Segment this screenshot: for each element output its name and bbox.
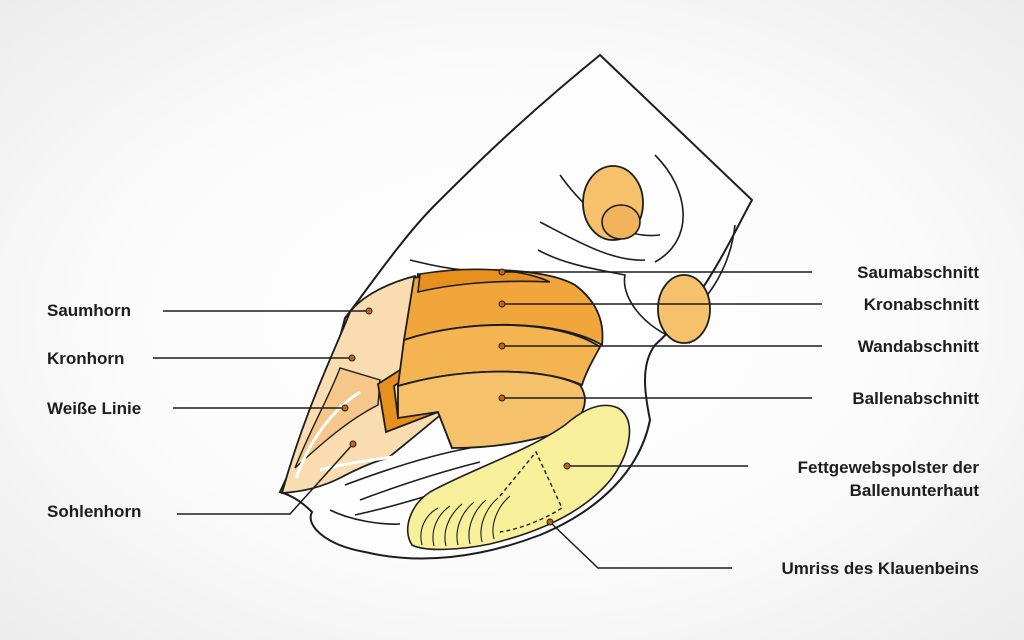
marker-umriss (546, 518, 554, 526)
skin-contour-3 (654, 154, 684, 263)
label-kronhorn: Kronhorn (47, 349, 125, 368)
label-umriss: Umriss des Klauenbeins (781, 559, 979, 578)
label-weisse-linie: Weiße Linie (47, 399, 142, 418)
marker-wandabschnitt (498, 342, 506, 350)
white-line-base (319, 453, 411, 472)
marker-ballenabschnitt (498, 394, 506, 402)
bulb-segment (397, 370, 586, 449)
leader-sohlenhorn (177, 443, 354, 515)
perioplic-segment (417, 268, 551, 294)
sole-contour-2 (359, 461, 481, 501)
marker-kronhorn (348, 354, 356, 362)
marker-saumhorn (365, 307, 373, 315)
label-fettgewebspolster-line2: Ballenunterhaut (849, 481, 979, 500)
marker-fettgewebspolster (563, 462, 571, 470)
upper-bone-joint (601, 204, 641, 240)
skin-contour-1 (539, 221, 646, 261)
sesamoid-bone-shape (657, 274, 711, 344)
marker-sohlenhorn (349, 440, 357, 448)
label-fettgewebspolster-line1: Fettgewebspolster der (797, 458, 979, 477)
label-saumhorn: Saumhorn (47, 301, 132, 320)
leader-umriss (549, 521, 732, 569)
label-saumabschnitt: Saumabschnitt (857, 263, 979, 282)
fat-pad-shape (406, 404, 631, 551)
marker-weisse-linie (341, 404, 349, 412)
marker-saumabschnitt (498, 268, 506, 276)
label-wandabschnitt: Wandabschnitt (857, 337, 979, 356)
label-ballenabschnitt: Ballenabschnitt (852, 389, 979, 408)
white-line-curve (294, 390, 361, 479)
sole-contour-1 (344, 447, 471, 486)
label-fettgewebspolster: Fettgewebspolster der Ballenunterhaut (798, 456, 979, 502)
fat-pad-ridges (420, 495, 511, 547)
leader-lines (153, 271, 822, 569)
sole-contour-4 (329, 509, 401, 525)
label-kronabschnitt: Kronabschnitt (863, 295, 979, 314)
skin-contour-5 (537, 249, 691, 344)
label-sohlenhorn: Sohlenhorn (47, 502, 142, 521)
marker-kronabschnitt (498, 300, 506, 308)
marker-dots (341, 268, 571, 526)
pedal-bone-outline (499, 450, 563, 533)
